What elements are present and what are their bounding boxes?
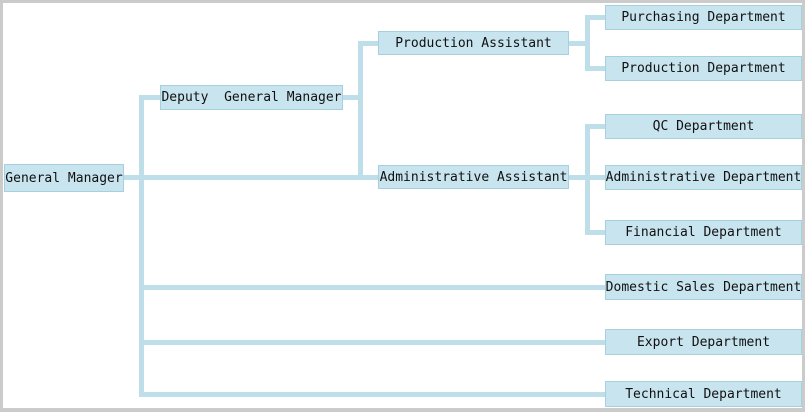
connector-production-assistant-stub <box>358 40 380 46</box>
org-node-general-manager: General Manager <box>4 164 124 192</box>
org-node-financial-department: Financial Department <box>605 220 802 245</box>
org-node-purchasing-department: Purchasing Department <box>605 5 802 30</box>
connector-export-line <box>139 339 606 345</box>
connector-financial-stub <box>585 230 606 235</box>
org-node-deputy-general-manager: Deputy General Manager <box>160 85 343 110</box>
connector-qc-stub <box>585 124 606 129</box>
connector-technical-line <box>139 392 606 397</box>
connector-deputy-left-stub <box>139 95 162 100</box>
org-node-export-department: Export Department <box>605 329 802 355</box>
org-node-administrative-assistant: Administrative Assistant <box>378 165 569 189</box>
connector-assistants-trunk <box>358 40 363 180</box>
connector-domestic-sales-line <box>139 285 606 290</box>
connector-gm-main-line <box>123 174 380 180</box>
connector-purchasing-stub <box>585 15 606 20</box>
org-node-domestic-sales-department: Domestic Sales Department <box>605 274 802 300</box>
connector-left-trunk <box>139 95 144 397</box>
org-node-qc-department: QC Department <box>605 114 802 139</box>
connector-production-department-stub <box>585 66 606 71</box>
org-node-production-assistant: Production Assistant <box>378 31 569 55</box>
connector-administrative-department-stub <box>585 175 606 180</box>
org-node-production-department: Production Department <box>605 56 802 81</box>
connector-production-assistant-right-stub <box>568 40 587 46</box>
connector-administrative-assistant-right-stub <box>568 174 587 180</box>
connector-purchasing-production-trunk <box>585 15 590 71</box>
org-node-administrative-department: Administrative Department <box>605 165 802 190</box>
org-node-technical-department: Technical Department <box>605 381 802 407</box>
connector-deputy-right-stub <box>342 95 362 100</box>
